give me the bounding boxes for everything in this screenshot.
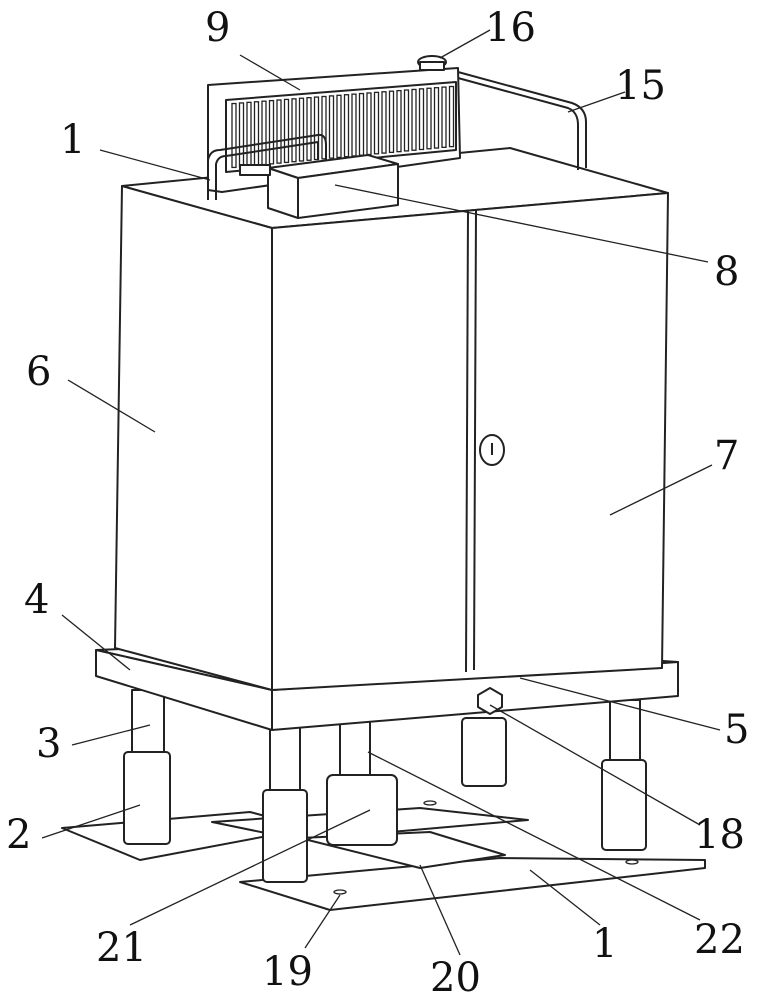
radiator-fin [231,102,237,169]
radiator-fin [336,94,342,159]
label-8: 8 [714,249,740,295]
radiator-fin [396,89,402,153]
leader-lines [41,29,721,956]
radiator-fin [291,98,297,163]
radiator [207,67,461,193]
radiator-fin [388,90,395,154]
label-1-top: 1 [60,117,86,163]
cabinet [114,147,669,691]
label-4: 4 [24,577,50,623]
radiator-fin [433,87,440,149]
box [239,154,399,219]
radiator-fin [321,95,327,160]
radiator-fin [276,99,282,164]
radiator-fin [441,86,447,148]
label-20: 20 [430,955,481,1000]
radiator-fin [283,98,290,164]
label-16: 16 [485,5,536,51]
label-6: 6 [26,349,52,395]
label-7: 7 [714,433,740,479]
radiator-fin [343,94,350,158]
radiator-fin [403,89,410,152]
radiator-fin [411,88,417,151]
label-15: 15 [615,63,666,109]
label-19: 19 [262,949,313,995]
radiator-fin [418,88,425,151]
radiator-fin [448,85,455,148]
radiator-fin [426,87,432,150]
label-21: 21 [96,925,147,971]
radiator-fin [306,97,312,161]
label-5: 5 [724,707,750,753]
label-1-bottom: 1 [592,921,618,967]
radiator-fin [373,91,380,155]
label-3: 3 [36,721,62,767]
label-22: 22 [694,917,745,963]
pipes [207,55,587,200]
label-2: 2 [6,812,32,858]
radiator-fin [268,99,275,165]
radiator-fin [298,97,305,162]
radiator-fin [313,96,320,161]
radiator-fin [328,95,335,159]
label-18: 18 [694,812,745,858]
support-legs [123,689,647,883]
radiator-fin [381,91,387,154]
label-9: 9 [205,5,231,51]
